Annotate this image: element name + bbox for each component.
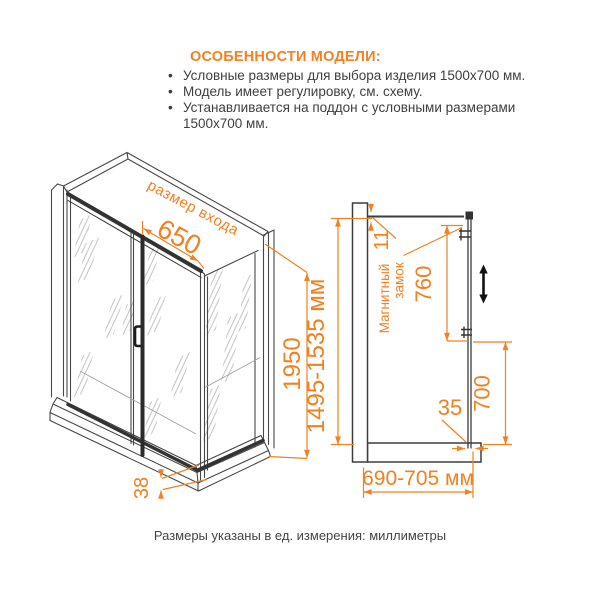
panel-top-cap — [465, 211, 473, 220]
dim-1950-label: 1950 — [279, 337, 306, 390]
units-note: Размеры указаны в ед. измерения: миллиме… — [153, 528, 447, 543]
magnetic-lock-label: замок — [392, 262, 407, 298]
wall-profile — [351, 202, 369, 463]
page-title: ОСОБЕННОСТИ МОДЕЛИ: — [190, 49, 381, 65]
dim-total-height-label: 1495-1535 мм — [303, 279, 330, 433]
lock-clips — [459, 227, 472, 338]
panel-profile — [367, 215, 472, 449]
side-profile-view: 1495-1535 мм 11 Магнитный замок 760 700 … — [303, 202, 512, 498]
side-view-dimensions — [331, 203, 512, 498]
glass-hatching — [73, 214, 252, 442]
front-perspective-view: размер входа 650 1950 38 — [49, 151, 310, 499]
front-view-dimensions — [141, 221, 310, 499]
dim-38-label: 38 — [131, 477, 153, 499]
dim-760-label: 760 — [411, 266, 436, 303]
dim-11-label: 11 — [371, 230, 393, 251]
dim-700-label: 700 — [470, 375, 495, 412]
door-handle — [133, 325, 141, 348]
magnetic-lock-label: Магнитный — [377, 264, 392, 334]
feature-list: Условные размеры для выбора изделия 1500… — [168, 68, 548, 132]
door-rails — [66, 192, 265, 473]
adjustment-arrow-icon — [479, 264, 488, 304]
tray-profile — [366, 442, 482, 463]
glass-reflection-lines — [79, 357, 261, 435]
dim-35-label: 35 — [438, 395, 462, 420]
feature-bullet: Устанавливается на поддон с условными ра… — [168, 100, 548, 132]
enclosure-frame — [49, 151, 275, 492]
feature-bullet: Условные размеры для выбора изделия 1500… — [168, 68, 548, 84]
dim-depth-label: 690-705 мм — [362, 467, 474, 490]
feature-bullet: Модель имеет регулировку, см. схему. — [168, 84, 548, 100]
